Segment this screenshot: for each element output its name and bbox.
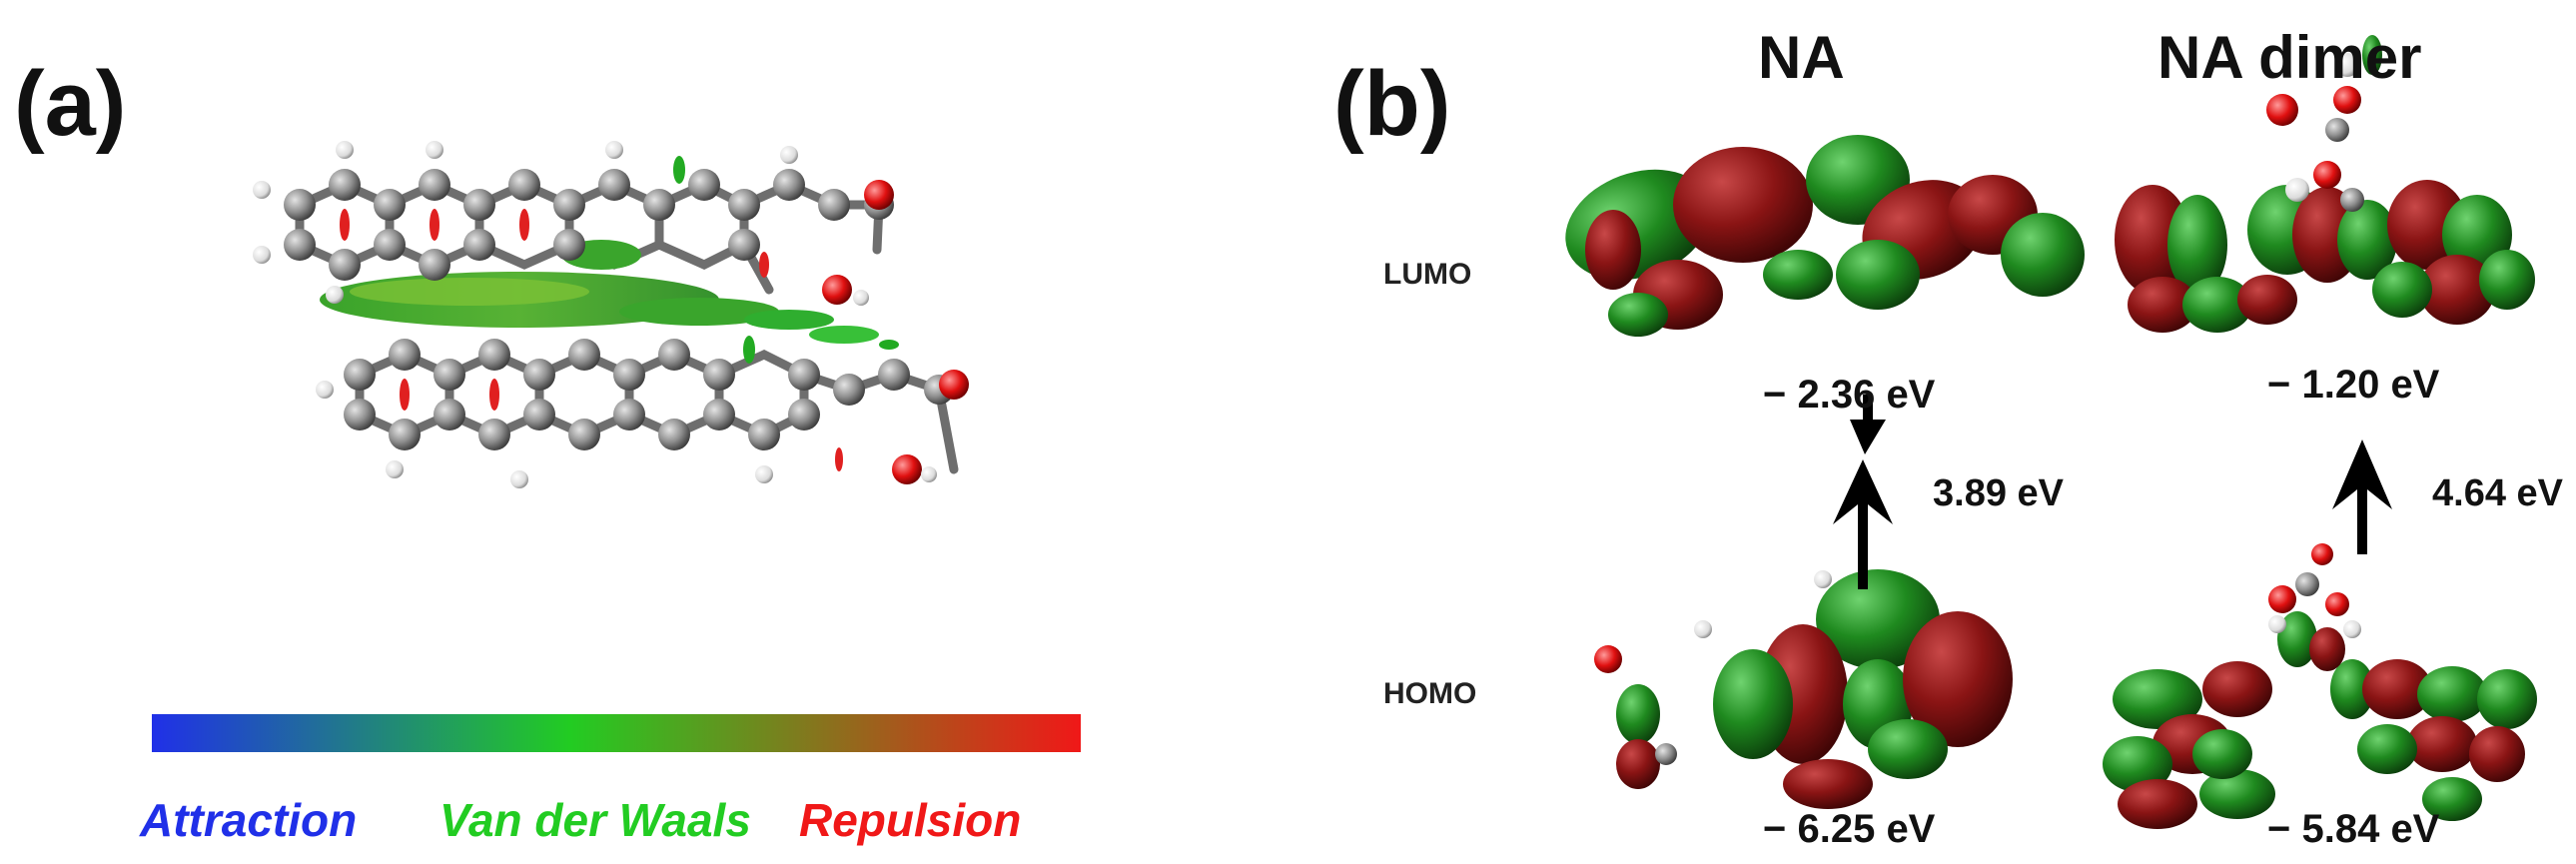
molecule-atoms — [253, 141, 969, 488]
na-lumo-energy: − 2.36 eV — [1763, 373, 1936, 417]
dimer-top-fragment — [2266, 35, 2382, 142]
na-energy-gap: 3.89 eV — [1933, 472, 2064, 514]
na-gap-arrow-icon — [1833, 459, 1893, 589]
legend-repulsion: Repulsion — [799, 794, 1022, 846]
dimer-energy-gap: 4.64 eV — [2432, 472, 2563, 514]
na-homo-energy: − 6.25 eV — [1763, 807, 1936, 851]
vdw-surface — [320, 156, 899, 364]
dimer-homo-top-fragment — [2268, 543, 2361, 671]
repulsion-discs — [340, 209, 843, 471]
dimer-homo-energy: − 5.84 eV — [2267, 807, 2440, 851]
panel-b-label: (b) — [1333, 53, 1451, 155]
legend-attraction: Attraction — [140, 794, 358, 846]
dimer-homo-orbital — [2103, 659, 2537, 829]
column-title-na-dimer: NA dimer — [2157, 24, 2422, 91]
legend-van-der-waals: Van der Waals — [439, 794, 751, 846]
dimer-lumo-energy: − 1.20 eV — [2267, 363, 2440, 407]
row-label-lumo: LUMO — [1383, 258, 1472, 291]
column-title-na: NA — [1758, 24, 1845, 91]
dimer-lumo-orbital — [2115, 161, 2535, 333]
nci-molecule — [253, 141, 969, 488]
na-homo-orbital — [1594, 569, 2013, 809]
row-label-homo: HOMO — [1383, 677, 1477, 710]
na-gap-arrow-icon — [1850, 395, 1886, 454]
panel-a-label: (a) — [14, 53, 127, 155]
nci-color-scale-bar — [152, 714, 1081, 752]
na-lumo-orbital — [1565, 135, 2085, 337]
dimer-gap-arrow-icon — [2332, 439, 2392, 554]
